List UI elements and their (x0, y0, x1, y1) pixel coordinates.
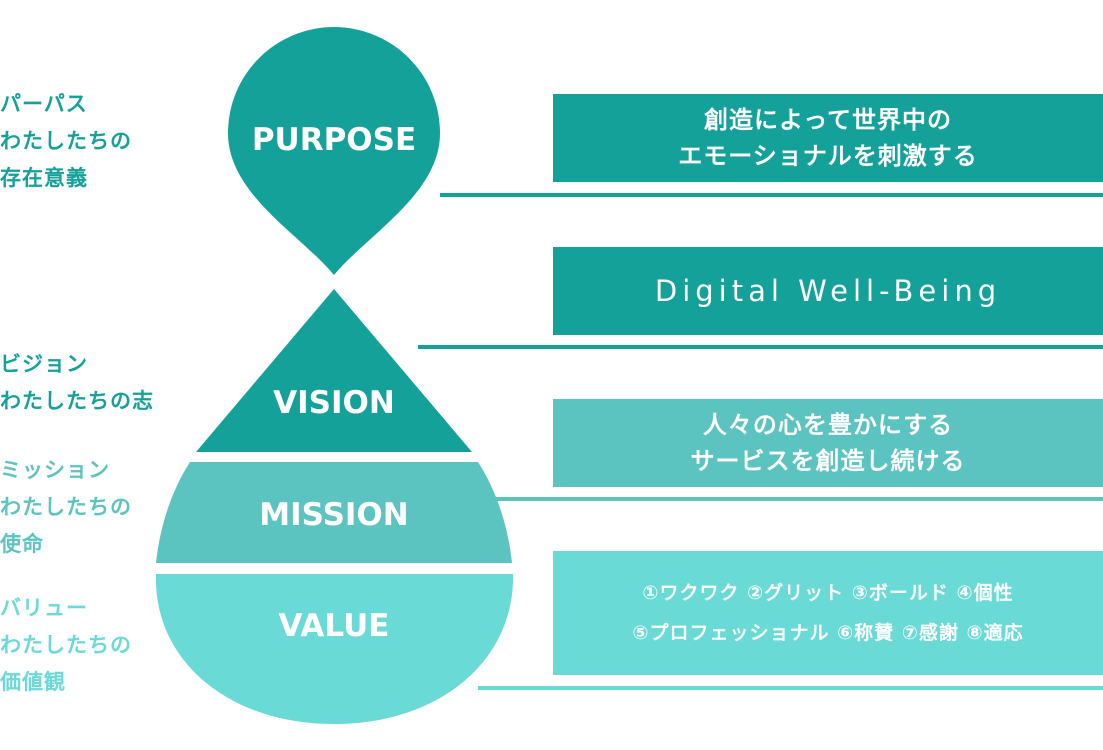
mission-side-label: ミッション わたしたちの 使命 (0, 452, 132, 563)
value-side-label-line-3: 価値観 (0, 670, 66, 694)
purpose-side-label-line-2: わたしたちの (0, 129, 132, 153)
value-statement-box: ①ワクワク ②グリット ③ボールド ④個性 ⑤プロフェッショナル ⑥称賛 ⑦感謝… (553, 551, 1103, 675)
mission-statement-box: 人々の心を豊かにする サービスを創造し続ける (553, 399, 1103, 487)
mission-segment (156, 462, 512, 563)
value-segment (155, 574, 514, 724)
purpose-statement-line-1: 創造によって世界中の (703, 106, 953, 134)
mission-side-label-line-3: 使命 (0, 532, 44, 556)
vision-connector-line (418, 345, 1103, 349)
vision-shape-label: VISION (273, 385, 395, 421)
purpose-statement-line-2: エモーショナルを刺激する (678, 142, 978, 170)
value-side-label-line-2: わたしたちの (0, 633, 132, 657)
mission-side-label-line-2: わたしたちの (0, 495, 132, 519)
vision-segment (196, 289, 472, 452)
value-shape-label: VALUE (279, 608, 390, 644)
value-side-label: バリュー わたしたちの 価値観 (0, 590, 132, 701)
purpose-connector-line (440, 193, 1103, 197)
vision-statement-line-1: Digital Well-Being (654, 274, 1002, 308)
mission-shape-label: MISSION (259, 497, 408, 533)
purpose-side-label-line-1: パーパス (0, 92, 88, 116)
value-connector-line (478, 686, 1103, 690)
purpose-drop-shape (228, 27, 440, 276)
vision-side-label-line-1: ビジョン (0, 352, 88, 376)
purpose-side-label-line-3: 存在意義 (0, 166, 88, 190)
value-statement-line-2: ⑤プロフェッショナル ⑥称賛 ⑦感謝 ⑧適応 (632, 622, 1024, 644)
vision-side-label: ビジョン わたしたちの志 (0, 346, 154, 420)
mission-statement-line-1: 人々の心を豊かにする (702, 411, 954, 439)
value-statement-line-1: ①ワクワク ②グリット ③ボールド ④個性 (642, 582, 1014, 604)
purpose-shape-label: PURPOSE (252, 122, 416, 158)
value-side-label-line-1: バリュー (0, 596, 88, 620)
vision-side-label-line-2: わたしたちの志 (0, 389, 154, 413)
mission-connector-line (490, 497, 1103, 501)
purpose-statement-box: 創造によって世界中の エモーショナルを刺激する (553, 94, 1103, 182)
mission-statement-line-2: サービスを創造し続ける (690, 447, 966, 475)
purpose-side-label: パーパス わたしたちの 存在意義 (0, 86, 132, 197)
vision-statement-box: Digital Well-Being (553, 247, 1103, 335)
mission-side-label-line-1: ミッション (0, 458, 110, 482)
